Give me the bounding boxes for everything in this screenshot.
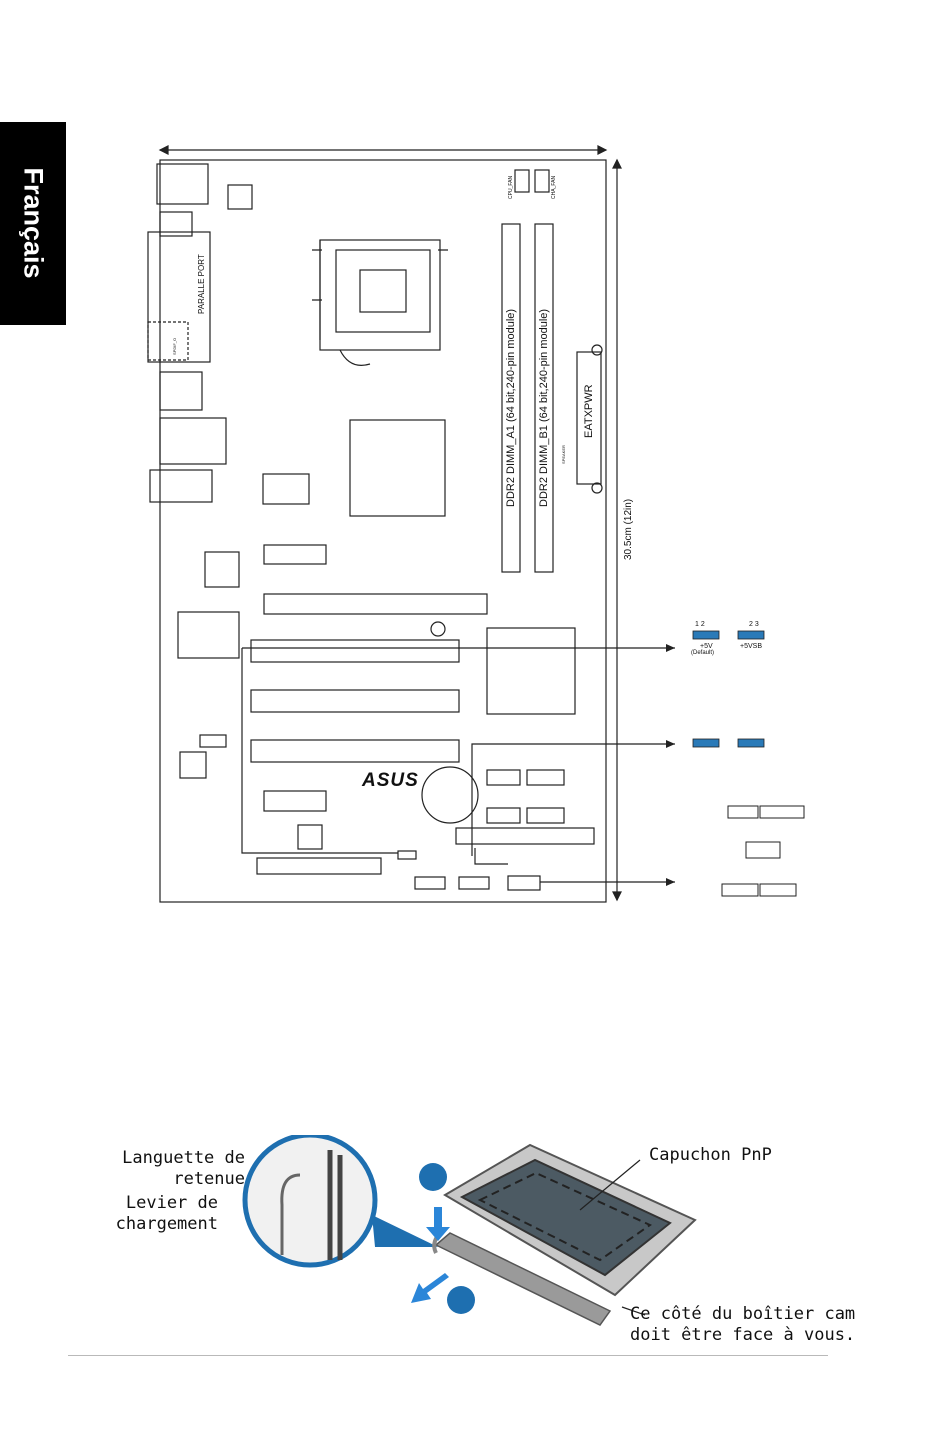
asus-logo: ASUS — [362, 770, 419, 792]
dimm-b1-label: DDR2 DIMM_B1 (64 bit,240-pin module) — [538, 309, 550, 507]
cam-side-note: Ce côté du boîtier cam doit être face à … — [630, 1304, 855, 1346]
jumper-pins-2-3: 2 3 — [749, 621, 759, 628]
cha-fan-label: CHA_FAN — [551, 176, 557, 199]
pnp-cap-label: Capuchon PnP — [649, 1145, 772, 1166]
jumper-5v-label: +5V — [700, 643, 713, 650]
jumper-default-label: (Default) — [691, 650, 714, 656]
jumper-pins-1-2: 1 2 — [695, 621, 705, 628]
board-height-label: 30.5cm (12in) — [623, 499, 634, 560]
retention-tab-label: Languette de retenue — [100, 1148, 245, 1190]
eatxpwr-label: EATXPWR — [583, 384, 595, 438]
load-lever-label: Levier de chargement — [90, 1193, 218, 1235]
cpu-fan-label: CPU_FAN — [508, 176, 514, 199]
motherboard-layout-diagram — [0, 0, 950, 930]
dimm-a1-label: DDR2 DIMM_A1 (64 bit,240-pin module) — [505, 309, 517, 507]
footer-divider — [68, 1355, 828, 1356]
spdif-label: SPDIF_O — [172, 338, 177, 355]
jumper-5vsb-label: +5VSB — [740, 643, 762, 650]
parallel-port-label: PARALLE PORT — [197, 254, 206, 314]
speaker-label: SPEAKER — [561, 445, 566, 464]
